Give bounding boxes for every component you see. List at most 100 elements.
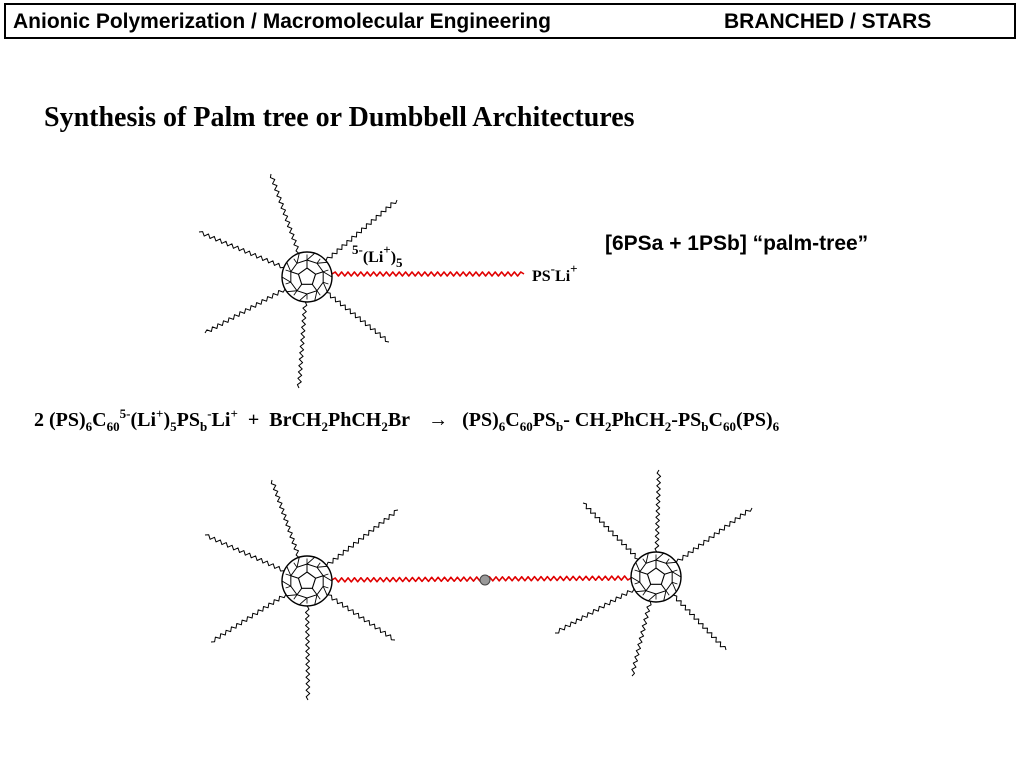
fullerene-bond — [655, 552, 665, 561]
fullerene-bond — [298, 293, 308, 302]
fullerene-bond — [665, 558, 670, 564]
fullerene-bond — [285, 269, 291, 273]
eq-sup: - — [207, 406, 212, 421]
fullerene-bond — [296, 253, 300, 264]
chain-end-sup2: + — [570, 261, 578, 276]
eq-term: ) — [163, 409, 171, 431]
polystyrene-arm-a — [204, 288, 286, 334]
core-charge-text: (Li — [362, 249, 384, 266]
eq-term: -PS — [671, 409, 702, 431]
eq-sup: + — [156, 406, 164, 421]
fullerene-pentagon — [646, 567, 666, 585]
fullerene-bond — [634, 569, 640, 573]
polystyrene-arm-a — [198, 231, 284, 269]
core-charge-sup2: + — [383, 242, 391, 257]
fullerene-bond — [672, 569, 678, 573]
eq-term: - CH — [563, 409, 605, 431]
eq-term: C — [505, 409, 520, 431]
fullerene-bond — [323, 573, 329, 577]
fullerene-bond — [665, 561, 677, 564]
fullerene-bond — [323, 585, 329, 589]
fullerene-bond — [634, 581, 640, 585]
core-charge-sub: 5 — [396, 255, 403, 270]
fullerene-bond — [311, 587, 318, 596]
eq-sub: 6 — [498, 419, 506, 434]
fullerene-bond — [293, 290, 298, 296]
fullerene-bond — [298, 597, 308, 606]
eq-sub: 2 — [664, 419, 672, 434]
eq-sub: 60 — [722, 419, 736, 434]
fullerene-bond — [642, 558, 647, 564]
dumbbell-right-arm — [654, 469, 662, 553]
fullerene-bond — [285, 573, 291, 577]
eq-plus-reagent: + BrCH — [237, 409, 322, 431]
fullerene-bond — [645, 583, 652, 592]
reaction-arrow-icon: → — [428, 409, 449, 431]
core-charge-sup: 5- — [352, 242, 363, 257]
fullerene-pentagon — [297, 571, 317, 589]
fullerene-bond — [286, 262, 292, 272]
fullerene-bond — [672, 581, 678, 585]
fullerene-bond — [285, 585, 291, 589]
eq-sup: 5- — [119, 406, 131, 421]
chain-end-ps: PS — [532, 268, 551, 285]
fullerene-bond — [314, 290, 318, 301]
fullerene-bond — [322, 575, 333, 582]
dumbbell-left-arm — [210, 594, 287, 643]
fullerene-bond — [311, 283, 318, 292]
fullerene-bond — [281, 276, 292, 283]
eq-sub: 2 — [381, 419, 388, 434]
fullerene-bond — [322, 586, 328, 596]
fullerene-pentagon — [297, 267, 317, 285]
fullerene-bond — [315, 271, 324, 275]
fullerene-bond — [286, 566, 292, 576]
fullerene-bond — [671, 582, 677, 592]
dumbbell-right-arm — [673, 594, 727, 651]
eq-sub: b — [199, 419, 208, 434]
header-right-text: BRANCHED / STARS — [724, 10, 932, 33]
eq-sub: b — [701, 419, 709, 434]
fullerene-bond — [639, 571, 648, 575]
fullerene-bond — [285, 281, 291, 285]
eq-sub: 6 — [85, 419, 93, 434]
chain-end-li: Li — [555, 268, 571, 285]
header-bar: Anionic Polymerization / Macromolecular … — [4, 3, 1016, 39]
fullerene-bond — [306, 556, 316, 565]
dumbbell-right-arm — [582, 502, 639, 560]
dumbbell-left-arm — [326, 509, 399, 566]
coupling-agent-dot — [479, 574, 491, 586]
dumbbell-right-arm — [631, 601, 652, 677]
fullerene-bond — [296, 557, 300, 568]
fullerene-bond — [293, 258, 298, 264]
fullerene-bond — [316, 258, 321, 264]
fullerene-bond — [281, 580, 292, 587]
eq-term: PS — [176, 409, 200, 431]
dumbbell-left-arm — [305, 605, 311, 701]
dumbbell-right-arm — [555, 588, 635, 634]
polystyrene-arm-a — [296, 301, 308, 389]
eq-term: 2 (PS) — [34, 409, 86, 431]
eq-sub: 5 — [170, 419, 177, 434]
fullerene-bond — [306, 252, 316, 261]
dumbbell-left-arm — [270, 479, 300, 558]
polystyrene-arm-a — [269, 173, 300, 254]
chain-end-label: PS-Li+ — [532, 262, 578, 285]
fullerene-bond — [647, 593, 657, 602]
eq-term: PhCH — [611, 409, 665, 431]
fullerene-bond — [286, 594, 298, 597]
fullerene-bond — [645, 553, 649, 564]
fullerene-bond — [664, 571, 673, 575]
eq-sub: 60 — [519, 419, 533, 434]
eq-sup: + — [230, 406, 238, 421]
dumbbell-right-arm — [675, 507, 753, 563]
eq-term: (Li — [130, 409, 157, 431]
fullerene-bond — [316, 562, 321, 568]
fullerene-bond — [665, 590, 670, 596]
polystyrene-arm-a — [325, 199, 398, 261]
fullerene-bond — [286, 290, 298, 293]
fullerene-bond — [316, 565, 328, 568]
fullerene-bond — [316, 261, 328, 264]
eq-sub: 2 — [321, 419, 329, 434]
fullerene-bond — [296, 587, 303, 596]
